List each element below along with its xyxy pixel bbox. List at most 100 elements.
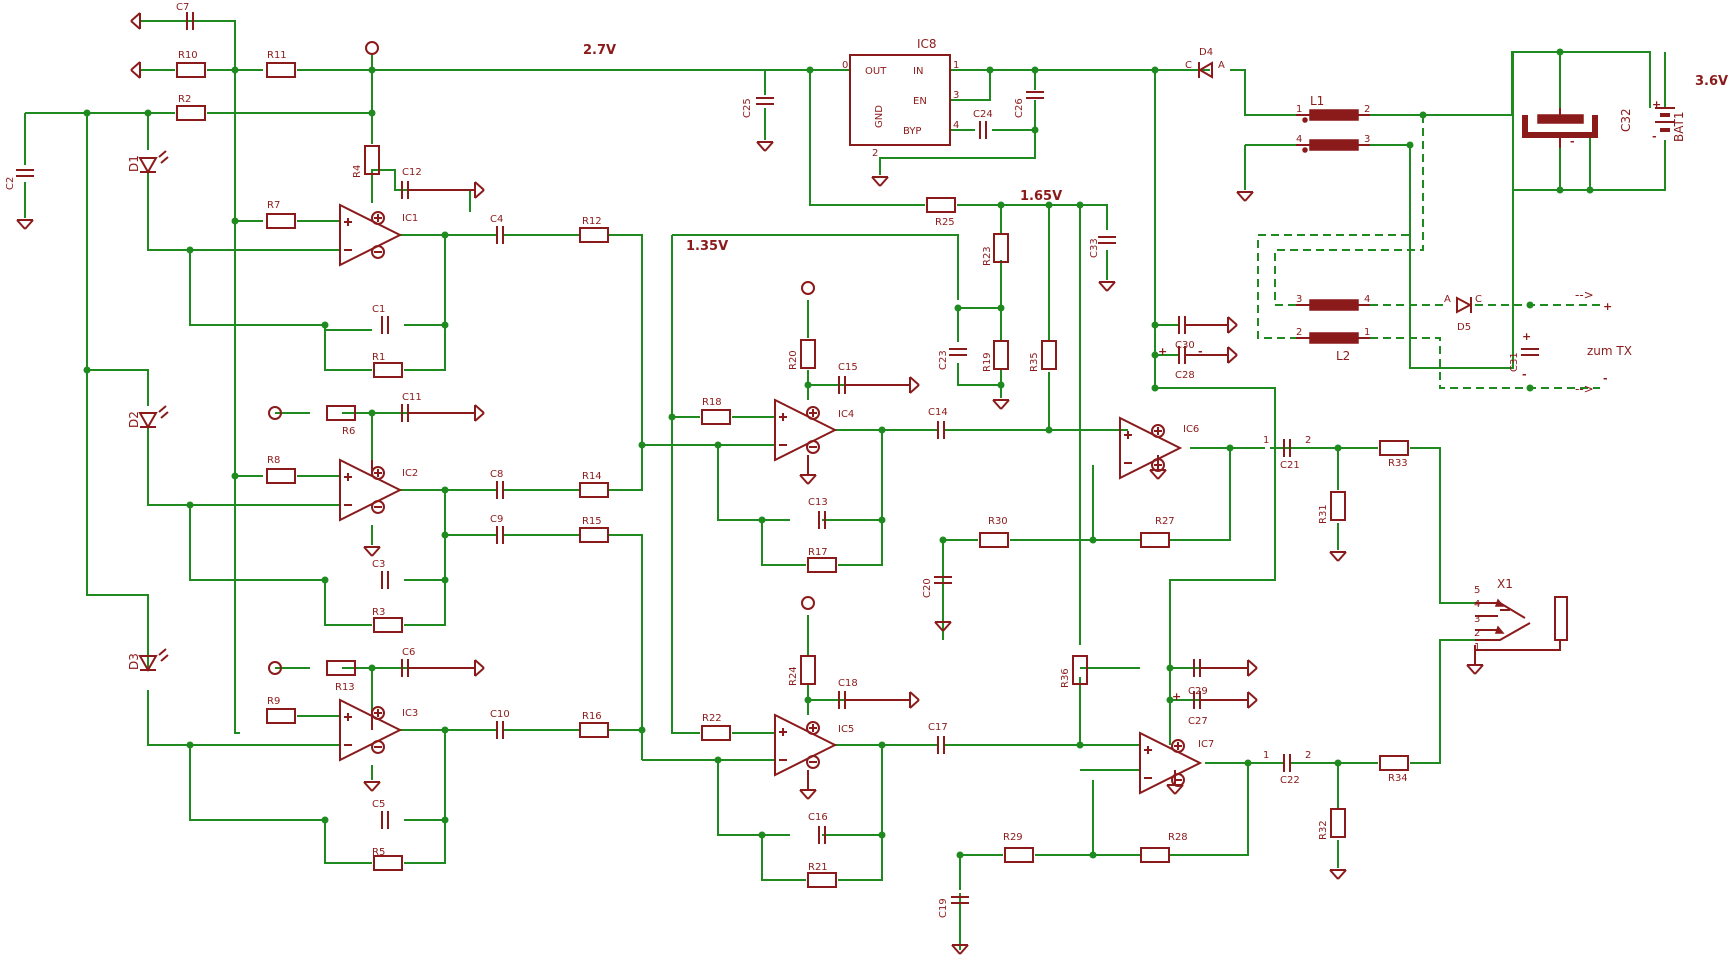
r24-label: R24 xyxy=(788,666,799,686)
r25-label: R25 xyxy=(935,217,955,228)
c20-label: C20 xyxy=(922,578,933,598)
ic8-pin-num-2: 2 xyxy=(872,148,878,159)
c28-label: C28 xyxy=(1175,370,1195,381)
r32-label: R32 xyxy=(1318,820,1329,840)
d4-pin-c: C xyxy=(1185,60,1192,71)
c27-plus: + xyxy=(1172,690,1181,703)
r2-label: R2 xyxy=(178,94,191,105)
ic8-pin-num-4: 4 xyxy=(953,120,959,131)
ic2-label: IC2 xyxy=(402,468,418,479)
l1-label: L1 xyxy=(1310,94,1324,108)
d1-label: D1 xyxy=(127,155,141,172)
c17-label: C17 xyxy=(928,722,948,733)
r10-label: R10 xyxy=(178,50,198,61)
x1-pin-1: 1 xyxy=(1474,642,1480,653)
diode-d5 xyxy=(1456,296,1473,314)
x1-label: X1 xyxy=(1497,577,1513,591)
ic1-label: IC1 xyxy=(402,213,418,224)
c7-label: C7 xyxy=(176,2,189,13)
tx-plus: + xyxy=(1603,300,1612,313)
l2-pin-4: 4 xyxy=(1364,294,1370,305)
c5-label: C5 xyxy=(372,799,385,810)
ic8-pin-in: IN xyxy=(913,66,923,77)
ic8-pin-byp: BYP xyxy=(903,126,921,137)
r21-label: R21 xyxy=(808,862,828,873)
r30-label: R30 xyxy=(988,516,1008,527)
c15-label: C15 xyxy=(838,362,858,373)
l1-pin-4: 4 xyxy=(1296,134,1302,145)
c32-label: C32 xyxy=(1619,108,1633,132)
x1-pin-4: 4 xyxy=(1474,599,1480,610)
r15-label: R15 xyxy=(582,516,602,527)
bat1-plus: + xyxy=(1652,98,1661,111)
bat1-minus: - xyxy=(1652,130,1657,143)
tx-minus: - xyxy=(1603,372,1608,385)
r8-label: R8 xyxy=(267,455,280,466)
c6-label: C6 xyxy=(402,647,415,658)
ic8-pin-gnd: GND xyxy=(874,105,885,128)
x1-pin-3: 3 xyxy=(1474,614,1480,625)
c31-label: C31 xyxy=(1509,352,1520,372)
l1-pin-1: 1 xyxy=(1296,104,1302,115)
r33-label: R33 xyxy=(1388,458,1408,469)
c25-label: C25 xyxy=(742,98,753,118)
opamp-ic1 xyxy=(339,204,401,266)
c19-label: C19 xyxy=(938,898,949,918)
d5-label: D5 xyxy=(1457,322,1471,333)
d5-pin-a: A xyxy=(1444,294,1451,305)
d3-label: D3 xyxy=(127,653,141,670)
c10-label: C10 xyxy=(490,709,510,720)
ic6-label: IC6 xyxy=(1183,424,1199,435)
c29-label: C29 xyxy=(1188,686,1208,697)
c30-minus: - xyxy=(1198,345,1203,358)
c24-label: C24 xyxy=(973,109,993,120)
c21-label: C21 xyxy=(1280,460,1300,471)
bat1-label: BAT1 xyxy=(1672,112,1686,142)
ic5-label: IC5 xyxy=(838,724,854,735)
c3-label: C3 xyxy=(372,559,385,570)
r14-label: R14 xyxy=(582,471,602,482)
c32-plus: + xyxy=(1575,112,1584,125)
l2-pin-3: 3 xyxy=(1296,294,1302,305)
connector-x1 xyxy=(1475,596,1568,651)
tx-label: zum TX xyxy=(1587,344,1632,358)
ic8-pin-num-1: 1 xyxy=(953,60,959,71)
opamp-ic5 xyxy=(774,714,836,776)
ground-symbols xyxy=(16,141,1484,955)
ic3-label: IC3 xyxy=(402,708,418,719)
r36-label: R36 xyxy=(1060,668,1071,688)
junctions xyxy=(83,48,1594,859)
c33-label: C33 xyxy=(1089,238,1100,258)
r31-label: R31 xyxy=(1318,504,1329,524)
c26-label: C26 xyxy=(1014,98,1025,118)
c30-label: C30 xyxy=(1175,340,1195,351)
c9-label: C9 xyxy=(490,514,503,525)
ic4-label: IC4 xyxy=(838,409,854,420)
l2-pin-1: 1 xyxy=(1364,327,1370,338)
r27-label: R27 xyxy=(1155,516,1175,527)
inductor-l2 xyxy=(1296,299,1370,344)
r16-label: R16 xyxy=(582,711,602,722)
l1-pin-3: 3 xyxy=(1364,134,1370,145)
ic8-pin-num-0: 0 xyxy=(842,60,848,71)
l2-pin-2: 2 xyxy=(1296,327,1302,338)
opamp-ic3 xyxy=(339,699,401,761)
r5-label: R5 xyxy=(372,847,385,858)
wires xyxy=(24,20,1666,950)
net-label-1v65: 1.65V xyxy=(1020,189,1062,204)
battery-bat1 xyxy=(1655,107,1675,132)
ic8-label: IC8 xyxy=(917,37,937,51)
r19-label: R19 xyxy=(982,352,993,372)
c12-label: C12 xyxy=(402,167,422,178)
r1-label: R1 xyxy=(372,352,385,363)
c11-label: C11 xyxy=(402,392,422,403)
c31-plus: + xyxy=(1522,330,1531,343)
c8-label: C8 xyxy=(490,469,503,480)
dashed-wires xyxy=(1257,115,1600,389)
r11-label: R11 xyxy=(267,50,287,61)
r9-label: R9 xyxy=(267,696,280,707)
c27-label: C27 xyxy=(1188,716,1208,727)
r4-label: R4 xyxy=(352,165,363,178)
c16-label: C16 xyxy=(808,812,828,823)
